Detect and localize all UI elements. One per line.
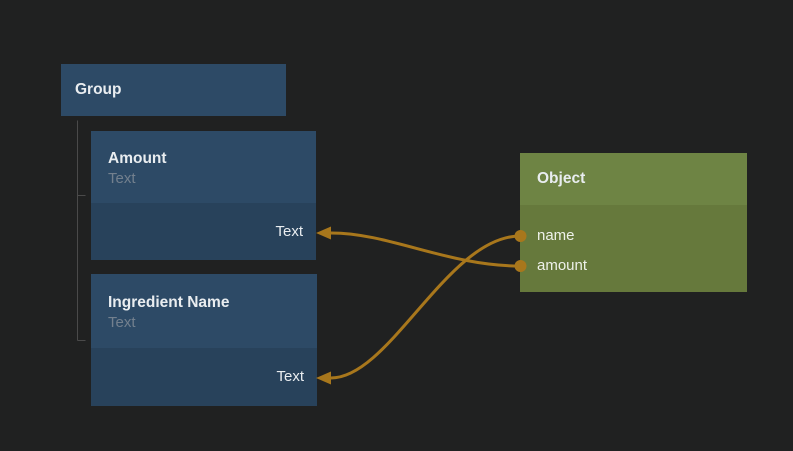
node-object[interactable]: Object name amount [520,153,747,292]
ingredient-node-body: Text [91,348,317,406]
group-node-title: Group [75,81,122,98]
ingredient-input-socket-label[interactable]: Text [276,368,304,385]
object-field-amount[interactable]: amount [537,257,588,274]
ingredient-node-title: Ingredient Name [108,294,230,311]
wire-amount-to-amount-text[interactable] [329,231,522,268]
wire-name-to-ingredient-text[interactable] [329,234,522,380]
object-node-title: Object [537,170,586,187]
amount-node-body: Text [91,203,316,260]
ingredient-node-header: Ingredient Name Text [91,274,317,348]
node-group[interactable]: Group [61,64,286,116]
amount-node-title: Amount [108,150,167,167]
ingredient-node-type-label: Text [108,314,136,331]
arrowhead-amount-text-icon [316,226,331,240]
object-field-name[interactable]: name [537,227,575,244]
amount-input-socket-label[interactable]: Text [275,222,303,240]
arrowhead-ingredient-text-icon [316,371,331,385]
group-tree-connector-line [77,120,86,341]
object-node-body: name amount [520,205,747,292]
amount-node-header: Amount Text [91,131,316,203]
object-node-header: Object [520,153,747,205]
node-amount[interactable]: Amount Text Text [91,131,316,260]
amount-node-type-label: Text [108,170,136,187]
node-ingredient-name[interactable]: Ingredient Name Text Text [91,274,317,406]
